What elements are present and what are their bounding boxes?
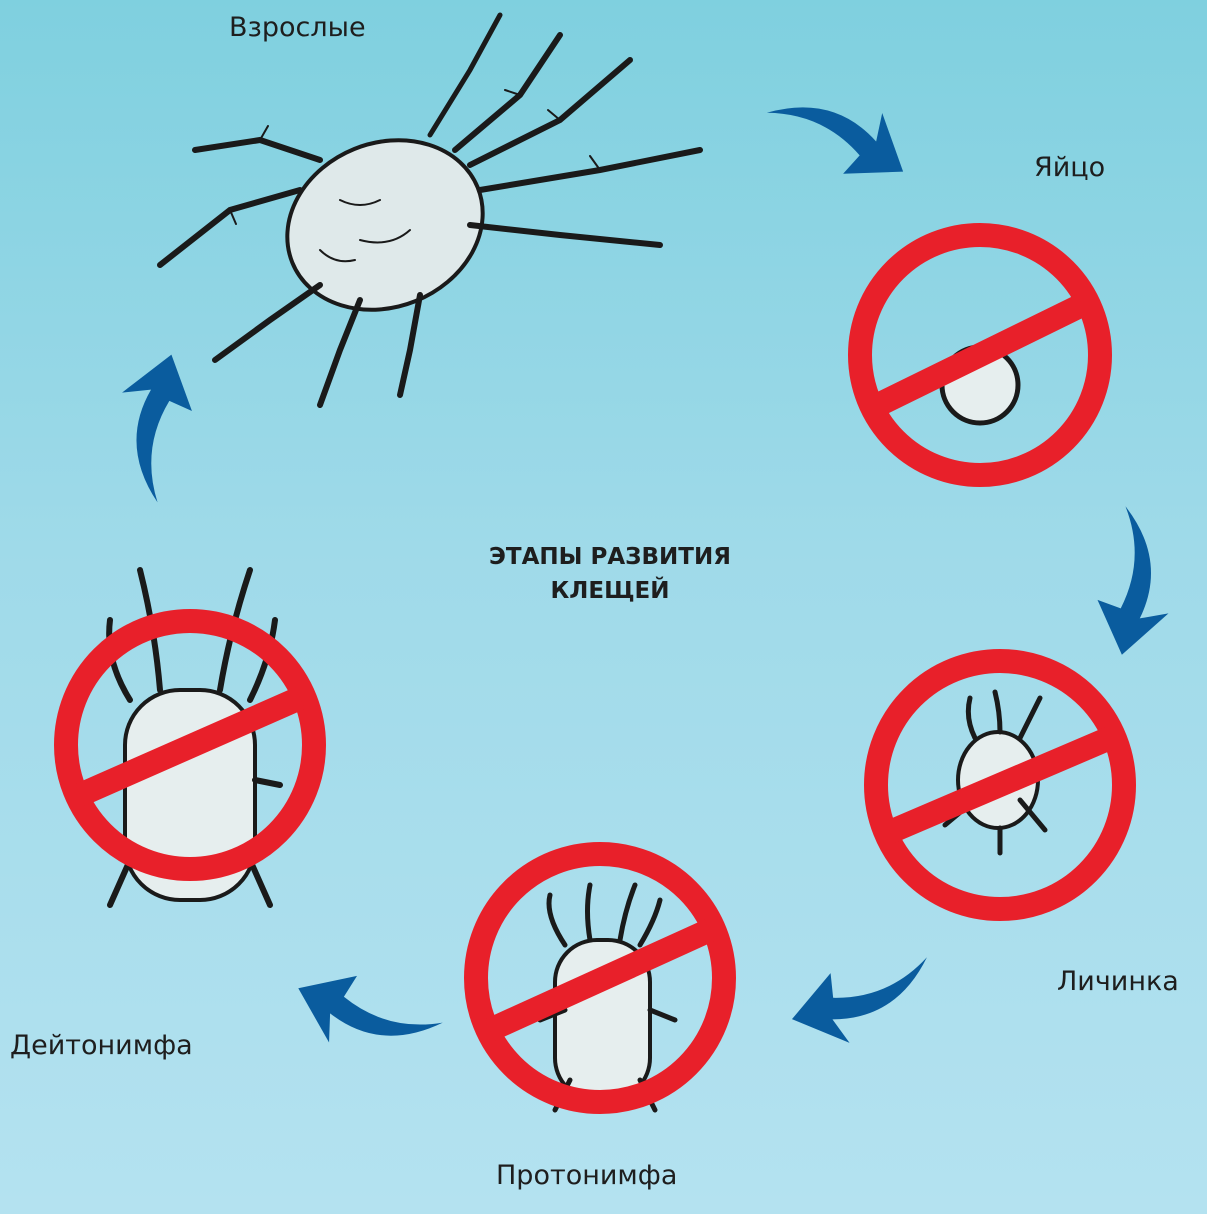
cycle-arrow-icon [285, 960, 448, 1074]
mite-adult-icon [160, 15, 700, 405]
stage-label-egg: Яйцо [1034, 152, 1105, 183]
diagram-title-line-2: КЛЕЩЕЙ [400, 574, 820, 608]
stage-label-larva: Личинка [1057, 966, 1179, 997]
prohibition-icon [860, 235, 1100, 475]
cycle-arrow-icon [782, 940, 946, 1058]
stage-label-deutonymph: Дейтонимфа [10, 1030, 193, 1061]
stage-label-adult: Взрослые [229, 12, 366, 43]
egg-stage [860, 235, 1100, 475]
larva-stage [876, 661, 1124, 909]
deutonymph-stage [66, 570, 314, 905]
diagram-title: ЭТАПЫ РАЗВИТИЯ КЛЕЩЕЙ [400, 540, 820, 608]
prohibition-icon [876, 661, 1124, 909]
cycle-arrow-icon [1092, 504, 1179, 659]
cycle-arrow-icon [104, 347, 201, 505]
protonymph-stage [476, 854, 724, 1110]
stage-label-protonymph: Протонимфа [496, 1160, 677, 1191]
diagram-title-line-1: ЭТАПЫ РАЗВИТИЯ [400, 540, 820, 574]
cycle-arrow-icon [758, 65, 922, 198]
